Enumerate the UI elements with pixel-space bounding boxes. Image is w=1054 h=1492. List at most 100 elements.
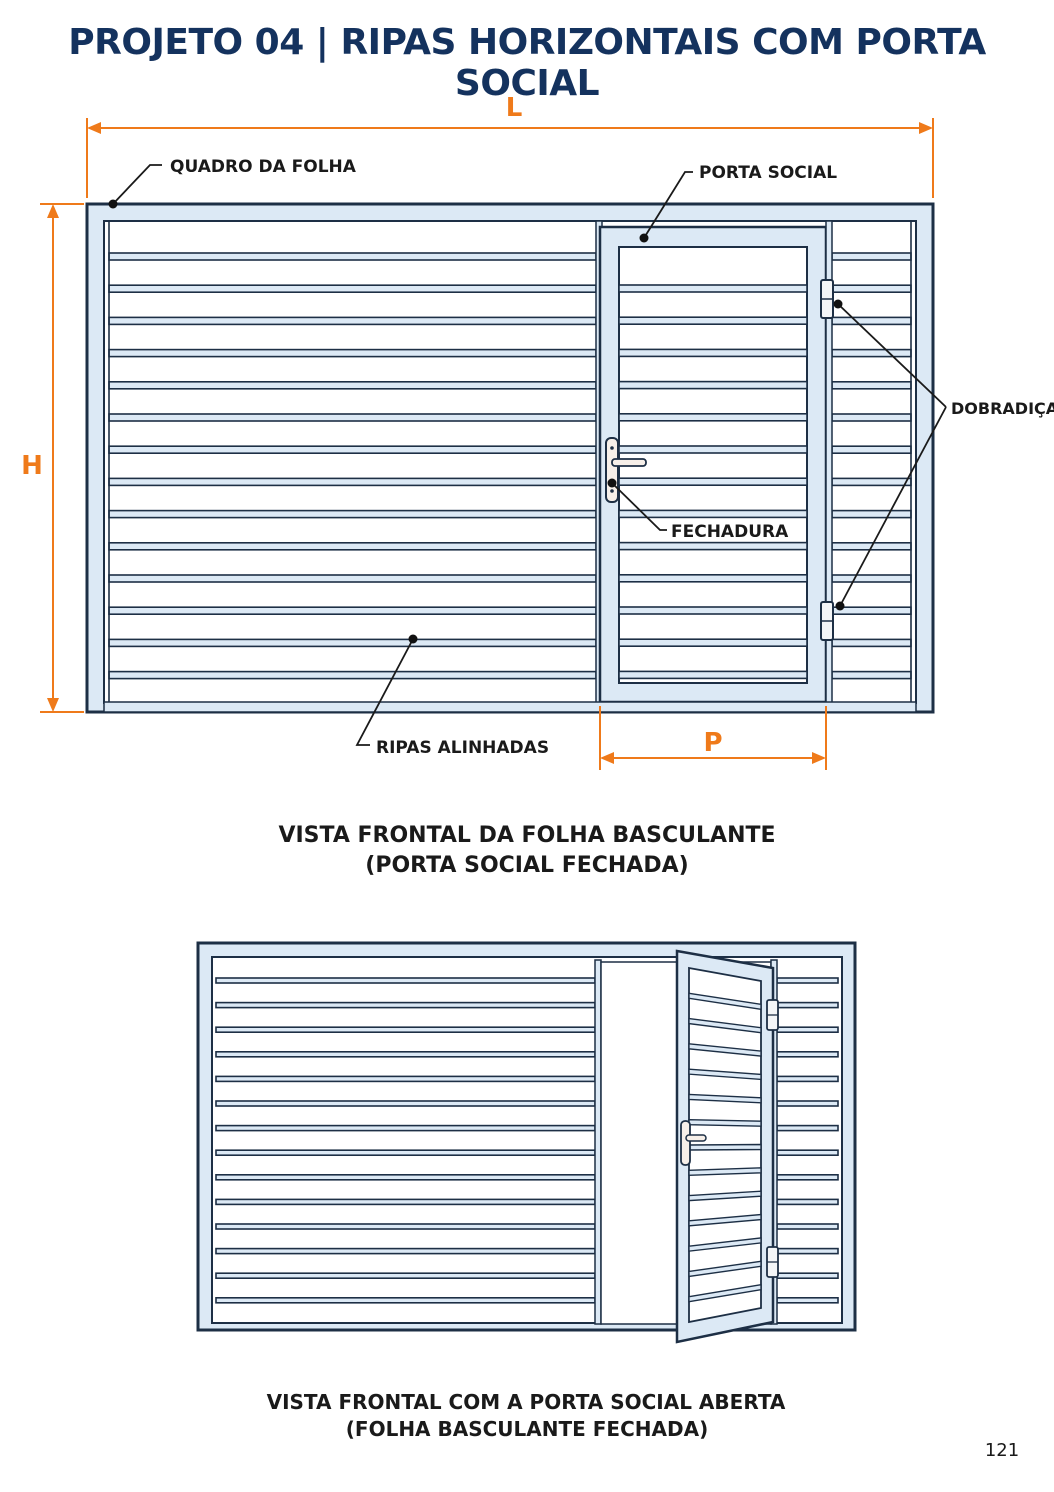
slat (776, 1026, 839, 1033)
door-slat (688, 1119, 762, 1127)
slat (776, 1272, 839, 1279)
slat (776, 1247, 839, 1255)
slats-door-section (618, 284, 808, 680)
dimension-p (599, 706, 827, 770)
door-slat (688, 1213, 762, 1227)
callout-dots (108, 199, 845, 644)
slat (831, 445, 912, 455)
slat (108, 606, 597, 616)
bottom-gate-view: VISTA FRONTAL COM A PORTA SOCIAL ABERTA … (196, 941, 857, 1441)
door-slat (688, 1190, 762, 1202)
door-slat (688, 1283, 762, 1303)
dimension-l-label: L (506, 93, 523, 123)
slats-right-section (831, 221, 912, 703)
slat (215, 1075, 596, 1083)
slat (831, 316, 912, 326)
slat (108, 284, 597, 294)
slat (215, 1149, 596, 1156)
slat (108, 574, 597, 583)
slat (108, 541, 597, 551)
slat (831, 380, 912, 390)
slat (215, 1297, 596, 1304)
lock-open-door-icon (680, 1120, 707, 1166)
slat (831, 252, 912, 261)
hinge-bottom-open-icon (766, 1246, 779, 1278)
door-slat (618, 380, 808, 390)
door-slat (618, 541, 808, 551)
door-slat (688, 1068, 762, 1081)
slat (215, 977, 596, 984)
door-slat (618, 606, 808, 615)
door-slat (618, 638, 808, 648)
bottom-view-caption-line2: (FOLHA BASCULANTE FECHADA) (346, 1417, 708, 1441)
label-door: PORTA SOCIAL (699, 163, 837, 183)
door-slat (688, 1093, 762, 1104)
door-slat (618, 477, 808, 487)
label-slats: RIPAS ALINHADAS (376, 738, 549, 758)
door-slat (688, 992, 762, 1011)
slat (215, 1100, 596, 1107)
dimension-h-label: H (21, 451, 43, 481)
slat (108, 445, 597, 455)
slat (776, 1100, 839, 1107)
slat (831, 574, 912, 583)
hinge-top-icon (820, 279, 834, 319)
slat (831, 638, 912, 648)
gate-bottom-rail (103, 701, 917, 713)
slat (215, 1198, 596, 1206)
top-view-caption-line1: VISTA FRONTAL DA FOLHA BASCULANTE (278, 823, 775, 848)
slat (776, 1124, 839, 1132)
slat (215, 1001, 596, 1009)
door-slat (618, 348, 808, 358)
slat (108, 348, 597, 358)
slat (215, 1051, 596, 1058)
slat (215, 1223, 596, 1230)
slats-door-section-open (688, 992, 762, 1303)
slat (776, 1223, 839, 1230)
slat (831, 477, 912, 487)
slat (831, 284, 912, 294)
door-slat (688, 1017, 762, 1034)
bottom-view-caption-line1: VISTA FRONTAL COM A PORTA SOCIAL ABERTA (267, 1390, 786, 1414)
slat (776, 977, 839, 984)
slat (108, 670, 597, 680)
door-slat (618, 509, 808, 519)
slat (215, 1272, 596, 1279)
slat (776, 1075, 839, 1083)
label-frame: QUADRO DA FOLHA (170, 157, 357, 177)
door-slat (618, 573, 808, 583)
slat (108, 380, 597, 390)
dimension-p-label: P (703, 728, 722, 758)
slat (215, 1174, 596, 1181)
label-lock: FECHADURA (671, 522, 789, 542)
door-slat (618, 670, 808, 680)
dimension-h (40, 203, 84, 713)
slat (108, 638, 597, 648)
slats-left-section (108, 221, 597, 703)
slat (215, 1124, 596, 1132)
door-slat (688, 1167, 762, 1177)
door-slat (688, 1043, 762, 1057)
slat (831, 509, 912, 519)
slat (108, 252, 597, 261)
callout-lines (112, 164, 947, 746)
door-slat (618, 316, 808, 326)
door-slat (618, 412, 808, 422)
top-gate-view: L H P (21, 93, 1054, 878)
slat (776, 1001, 839, 1009)
slat (831, 348, 912, 358)
slat (776, 1149, 839, 1156)
door-slat (688, 1237, 762, 1252)
slat (108, 509, 597, 519)
slat (215, 1247, 596, 1255)
slat (108, 316, 597, 326)
door-inner-opening (618, 246, 808, 684)
slat (776, 1297, 839, 1304)
door-slat (688, 1260, 762, 1278)
slat (776, 1051, 839, 1058)
slat (776, 1174, 839, 1181)
slat (831, 670, 912, 680)
hinge-bottom-icon (820, 601, 834, 641)
door-opening-left-post (594, 959, 602, 1325)
